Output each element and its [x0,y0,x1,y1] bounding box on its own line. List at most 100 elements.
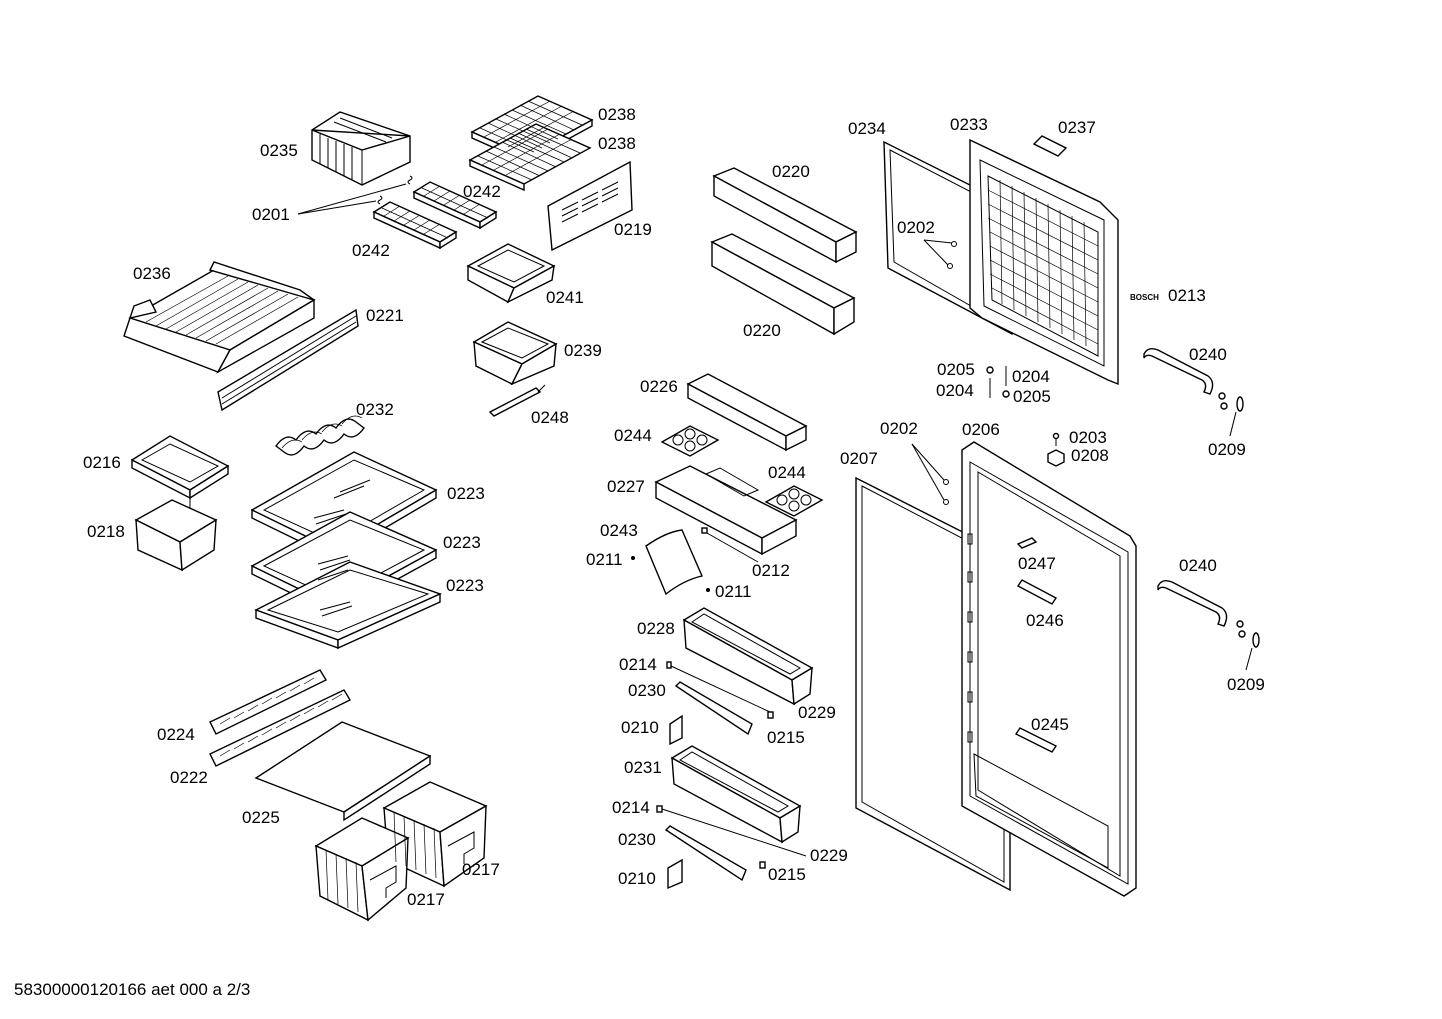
part-label-0239: 0239 [564,341,602,360]
part-0239-drawer [472,321,558,386]
part-label-0236: 0236 [133,264,171,283]
part-label-0243: 0243 [600,521,638,540]
part-0237-plate [1032,135,1068,157]
part-label-0230a: 0230 [628,681,666,700]
part-0233-upper-door [969,138,1119,386]
part-label-0220b: 0220 [743,321,781,340]
part-0221-trim-strip [217,308,359,412]
part-label-0240b: 0240 [1179,556,1217,575]
part-label-0220a: 0220 [772,162,810,181]
part-0224-0222-grille-strips [209,669,351,767]
part-label-0223c: 0223 [446,576,484,595]
part-0216-small-shelf [130,435,230,500]
part-label-0234: 0234 [848,119,886,138]
part-0206-lower-door [961,441,1137,897]
part-label-0225: 0225 [242,808,280,827]
part-label-0246: 0246 [1026,611,1064,630]
part-number-labels: 0235020102380238024202420219023602410221… [83,105,1265,909]
part-label-0242a: 0242 [463,182,501,201]
part-label-0208: 0208 [1071,446,1109,465]
part-0201-springs [297,175,413,215]
part-0227-dairy-compartment [654,465,798,556]
part-label-0215a: 0215 [767,728,805,747]
part-label-0221: 0221 [366,306,404,325]
part-label-0217a: 0217 [462,860,500,879]
part-label-0206: 0206 [962,420,1000,439]
part-0203-0208-hinge [1047,432,1065,467]
part-label-0244a: 0244 [614,426,652,445]
part-label-0235: 0235 [260,141,298,160]
part-label-0202b: 0202 [880,419,918,438]
part-label-0209b: 0209 [1227,675,1265,694]
part-0243-flap [631,527,759,596]
part-label-0230b: 0230 [618,830,656,849]
part-label-0212: 0212 [752,561,790,580]
part-0213-brand-logo: BOSCH [1130,293,1159,302]
part-label-0214a: 0214 [619,655,657,674]
part-0230-bin-trims-lower [656,805,807,890]
part-label-0238b: 0238 [598,134,636,153]
drawing-id-footer: 58300000120166 aet 000 a 2/3 [14,980,251,999]
part-label-0233: 0233 [950,115,988,134]
part-0236-freezer-shelf [123,261,316,374]
part-label-0204a: 0204 [1012,367,1050,386]
part-0218-box [134,490,218,572]
part-0238-grid-shelves [468,95,594,192]
part-label-0242b: 0242 [352,241,390,260]
part-0242-ice-trays [372,181,498,250]
part-label-0229a: 0229 [798,703,836,722]
part-label-0202a: 0202 [897,218,935,237]
part-0209-screws [1218,392,1260,671]
part-label-0241: 0241 [546,288,584,307]
part-0217-crisper-drawers [314,781,488,922]
part-label-0215b: 0215 [768,865,806,884]
part-0248-clip [488,384,546,417]
part-label-0216: 0216 [83,453,121,472]
part-label-0244b: 0244 [768,463,806,482]
part-0231-door-bin [670,745,802,844]
part-label-0204b: 0204 [936,381,974,400]
part-label-0205a: 0205 [937,360,975,379]
part-0228-door-bin [682,607,814,706]
part-label-0248: 0248 [531,408,569,427]
part-label-0226: 0226 [640,377,678,396]
part-label-0203: 0203 [1069,428,1107,447]
part-0230-bin-trims-upper [666,661,774,746]
part-label-0205b: 0205 [1013,387,1051,406]
part-label-0231: 0231 [624,758,662,777]
part-label-0211a: 0211 [586,550,623,569]
part-label-0238a: 0238 [598,105,636,124]
brand-logo-text: BOSCH [1130,293,1159,302]
part-0220-door-bins [710,167,858,336]
part-label-0232: 0232 [356,400,394,419]
part-label-0211b: 0211 [715,582,752,601]
part-0226-door-shelf [686,373,808,452]
part-label-0214b: 0214 [612,798,650,817]
part-label-0207: 0207 [840,449,878,468]
part-0225-cover-plate [254,721,432,822]
part-0240-handles [1143,347,1228,627]
part-label-0240a: 0240 [1189,345,1227,364]
part-label-0227: 0227 [607,477,645,496]
part-0202-screws-lower [911,443,949,505]
part-0241-tray [466,243,556,304]
part-label-0213: 0213 [1168,286,1206,305]
part-label-0223b: 0223 [443,533,481,552]
part-label-0223a: 0223 [447,484,485,503]
part-label-0209a: 0209 [1208,440,1246,459]
part-0235-freezer-cover [311,111,411,186]
part-label-0229b: 0229 [810,846,848,865]
part-0204-0205-hinge-parts [986,366,1010,398]
part-label-0217b: 0217 [407,890,445,909]
part-label-0245: 0245 [1031,715,1069,734]
part-label-0247: 0247 [1018,554,1056,573]
part-0244-egg-trays [660,425,824,517]
part-0223-glass-shelves [250,451,442,650]
part-label-0228: 0228 [637,619,675,638]
part-label-0210b: 0210 [618,869,656,888]
part-label-0222: 0222 [170,768,208,787]
part-0219-panel [547,160,633,252]
part-label-0224: 0224 [157,725,195,744]
part-label-0218: 0218 [87,522,125,541]
